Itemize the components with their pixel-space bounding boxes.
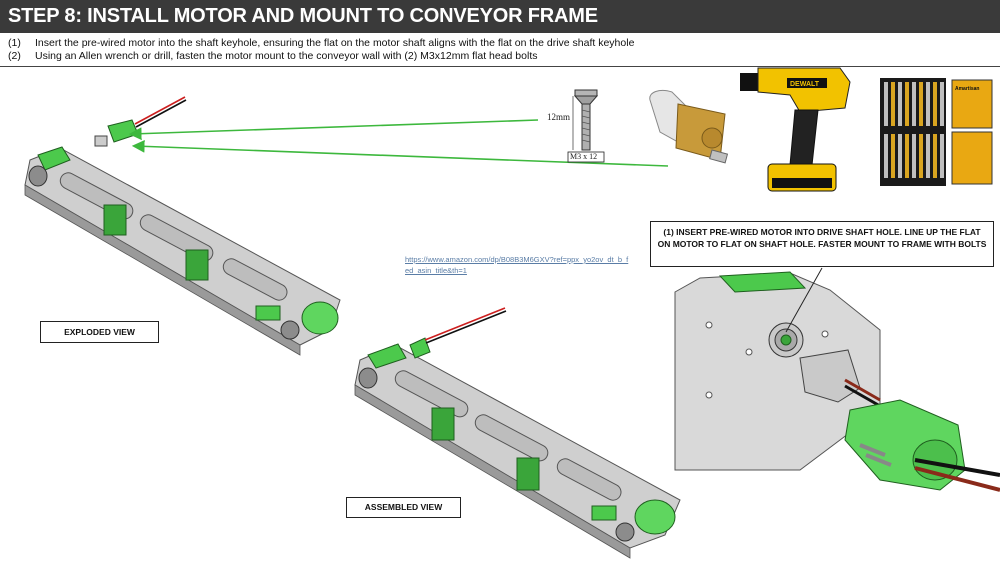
drill-bit	[919, 134, 923, 178]
drill-bit	[898, 82, 902, 126]
instruction-1: (1) Insert the pre-wired motor into the s…	[8, 37, 634, 49]
drill-bit	[898, 134, 902, 178]
bit-brand-text: Amartisan	[955, 86, 979, 92]
screw-length-label: 12mm	[547, 112, 571, 122]
drill-bit	[940, 134, 944, 178]
pointer-arrow	[131, 139, 669, 167]
drill-bit	[891, 134, 895, 178]
screw-size-label: M3 x 12	[570, 152, 598, 161]
assembled-conveyor	[354, 307, 681, 559]
assembled-view-label: ASSEMBLED VIEW	[346, 497, 461, 518]
drill-bit	[884, 134, 888, 178]
cordless-drill-photo: DEWALT	[740, 67, 851, 192]
gear-motor-photo	[649, 89, 729, 164]
drill-bit	[891, 82, 895, 126]
header-bar: STEP 8: INSTALL MOTOR AND MOUNT TO CONVE…	[0, 0, 1000, 33]
exploded-conveyor	[24, 96, 341, 356]
drill-bit	[912, 82, 916, 126]
drill-bit	[912, 134, 916, 178]
flat-head-screw	[567, 89, 605, 163]
instruction-number: (1)	[8, 37, 21, 49]
instruction-2: (2) Using an Allen wrench or drill, faste…	[8, 50, 537, 62]
drill-bit	[919, 82, 923, 126]
detail-callout: (1) INSERT PRE-WIRED MOTOR INTO DRIVE SH…	[650, 221, 994, 267]
drill-bit	[884, 82, 888, 126]
drill-bit-set-photo: Amartisan	[880, 78, 993, 186]
drill-brand-text: DEWALT	[790, 81, 820, 88]
drill-bit	[933, 82, 937, 126]
header-divider	[0, 66, 1000, 67]
pointer-arrow	[128, 119, 539, 141]
drill-bit	[926, 134, 930, 178]
drill-bit	[905, 82, 909, 126]
exploded-view-label: EXPLODED VIEW	[40, 321, 159, 343]
instruction-number: (2)	[8, 50, 21, 62]
drill-bit	[905, 134, 909, 178]
instruction-text: Using an Allen wrench or drill, fasten t…	[35, 50, 538, 62]
drill-bit	[940, 82, 944, 126]
drill-bit	[933, 134, 937, 178]
product-link[interactable]: https://www.amazon.com/dp/B08B3M6GXV?ref…	[405, 255, 629, 275]
drill-bit	[926, 82, 930, 126]
detail-closeup	[674, 267, 1000, 492]
instruction-text: Insert the pre-wired motor into the shaf…	[35, 37, 635, 49]
page-title: STEP 8: INSTALL MOTOR AND MOUNT TO CONVE…	[8, 5, 598, 27]
